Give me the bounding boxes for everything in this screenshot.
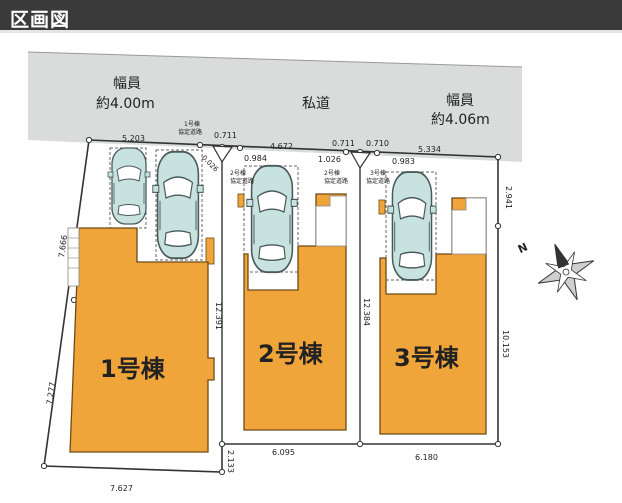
dim-lot3-depth: 12.384 (362, 298, 371, 326)
easement-label-3-line1: 2号棟 (324, 169, 340, 177)
road-width-left-value: 約4.00m (96, 96, 155, 112)
boundary-markers (40, 136, 502, 476)
dim-mid-1026: 1.026 (318, 155, 341, 164)
dim-top-lot2: 4.672 (270, 142, 293, 151)
dim-right-lower: 10.153 (501, 330, 510, 358)
entry-marker-3 (378, 199, 386, 215)
dim-top-lot2-small: 0.984 (244, 154, 267, 163)
easement-label-1-line2: 協定道路 (178, 128, 202, 136)
easement-label-2-line1: 2号棟 (230, 169, 246, 177)
dim-right-upper: 2.941 (504, 186, 513, 209)
road-name: 私道 (302, 96, 330, 112)
road-width-right-label: 幅員 (446, 93, 474, 109)
building-2-label: 2号棟 (258, 340, 324, 368)
easement-triangle-1 (211, 145, 234, 164)
car-lot1-a (107, 147, 151, 225)
dim-lot2-depth: 12.391 (214, 302, 223, 330)
dim-top-small2: 0.711 (332, 139, 355, 148)
private-road (28, 52, 522, 162)
step-lines (68, 237, 79, 269)
easement-label-4-line1: 3号棟 (370, 169, 386, 177)
building-1-label: 1号棟 (100, 355, 166, 383)
car-lot1-b (151, 150, 205, 260)
dim-left-lower: 7.277 (45, 381, 57, 405)
dim-bottom-lot1: 7.627 (110, 484, 133, 493)
compass-north-label: N (516, 240, 530, 256)
car-lot3 (386, 171, 438, 281)
entry-marker-1 (205, 237, 215, 265)
page-title: 区画図 (10, 9, 71, 31)
dim-bottom-lot3: 6.180 (415, 453, 438, 462)
dim-left-upper: 7.666 (57, 234, 69, 258)
easement-triangle-2 (349, 151, 372, 170)
dim-mid-0983: 0.983 (392, 157, 415, 166)
easement-label-3-line2: 協定道路 (324, 177, 348, 185)
dim-top-lot1: 5.203 (122, 134, 145, 143)
road-width-right-value: 約4.06m (431, 112, 490, 128)
dim-top-small3: 0.710 (366, 139, 389, 148)
entry-marker-2 (237, 193, 245, 208)
dim-top-lot3: 5.334 (418, 145, 441, 154)
building-1-footprint (69, 227, 215, 453)
lot-boundary-outer (43, 139, 499, 473)
car-lot2 (245, 164, 299, 274)
easement-label-4-line2: 協定道路 (366, 177, 390, 185)
easement-label-1-line1: 1号棟 (184, 120, 200, 128)
dim-bottom-corner: 2.133 (226, 450, 235, 473)
road-width-left-label: 幅員 (113, 76, 141, 92)
building-3-label: 3号棟 (394, 344, 460, 372)
dim-top-diag: 0.026 (200, 154, 220, 174)
dim-top-small1: 0.711 (214, 131, 237, 140)
easement-label-2-line2: 協定道路 (230, 177, 254, 185)
compass-rose (537, 243, 595, 301)
dim-bottom-lot2: 6.095 (272, 448, 295, 457)
entrance-steps (67, 195, 487, 287)
title-bar: 区画図 (0, 0, 622, 33)
road-boundary-top (27, 51, 523, 68)
